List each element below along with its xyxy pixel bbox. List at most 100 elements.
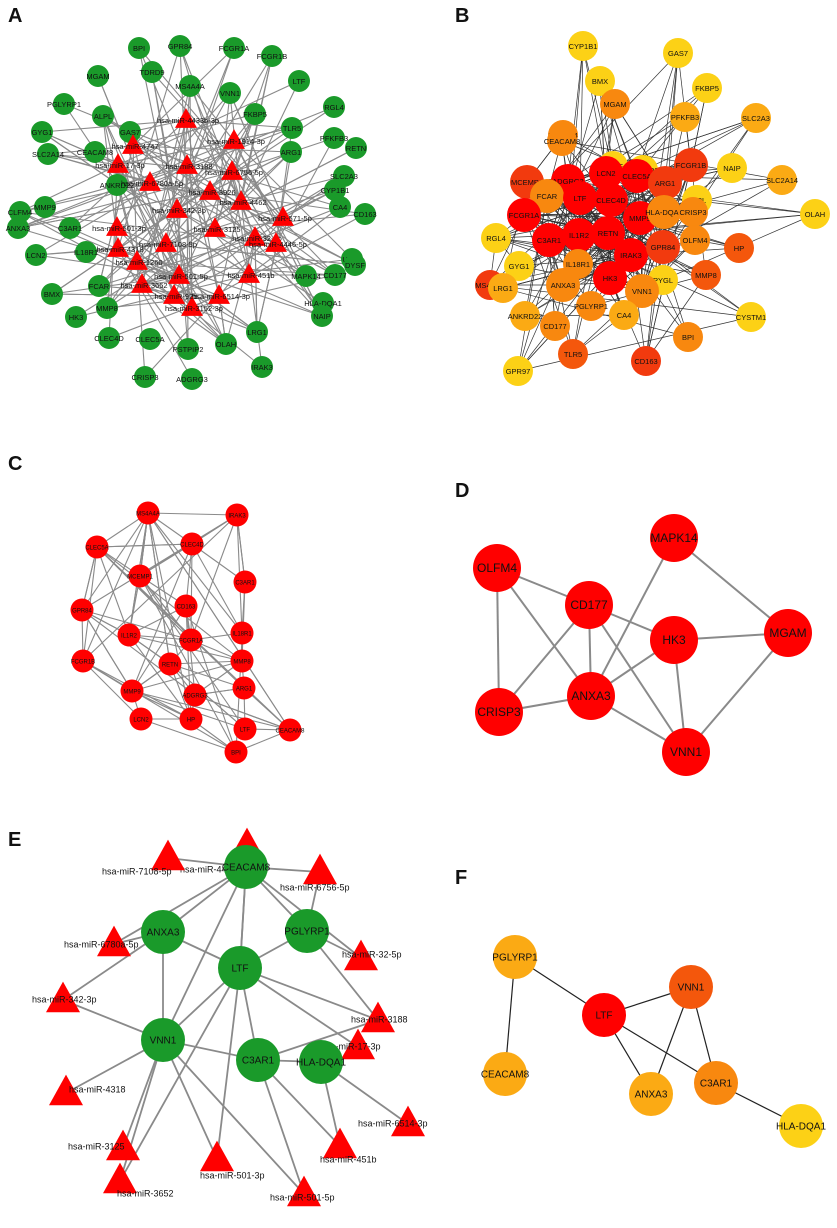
edge [248, 206, 341, 276]
edge [151, 71, 284, 219]
gene-node [295, 265, 317, 287]
edge [229, 92, 284, 219]
mirna-node [106, 1129, 140, 1161]
gene-node [507, 198, 541, 232]
gene-label: CLEC4D [180, 543, 204, 549]
gene-node [767, 165, 797, 195]
edge [185, 119, 220, 297]
edge [81, 609, 133, 692]
gene-label: PYGL [653, 276, 673, 285]
gene-label: PGLYRP1 [284, 927, 330, 938]
gene-node [625, 274, 659, 308]
edge [165, 119, 187, 245]
mirna-label: hsa-miR-4433b-3p [180, 864, 255, 874]
gene-node [546, 268, 580, 302]
edge [140, 718, 237, 753]
gene-node [224, 845, 268, 889]
gene-node [631, 346, 661, 376]
gene-label: BPI [133, 44, 145, 53]
gene-label: LTF [574, 194, 587, 203]
gene-label: CD177 [570, 598, 608, 612]
edge [51, 293, 175, 297]
gene-label: MAPK14 [291, 272, 321, 281]
edge [51, 248, 119, 295]
edge [138, 47, 284, 219]
gene-label: CRISP3 [679, 208, 706, 217]
gene-label: PGLYRP1 [574, 302, 608, 311]
edge [169, 660, 243, 665]
gene-node [530, 179, 564, 213]
gene-label: MGAM [86, 72, 109, 81]
gene-node [223, 37, 245, 59]
mirna-label: hsa-miR-7108-5p [102, 866, 172, 876]
mirna-label: hsa-miR-6756-5p [280, 882, 350, 892]
gene-node [281, 117, 303, 139]
mirna-label: hsa-miR-4747 [111, 142, 158, 151]
gene-node [179, 75, 201, 97]
mirna-label: hsa-miR-4318 [96, 245, 143, 254]
gene-node [53, 93, 75, 115]
gene-label: PGLYRP1 [492, 953, 538, 964]
gene-node [558, 339, 588, 369]
gene-label: LRG1 [493, 284, 513, 293]
mirna-node [238, 263, 260, 283]
mirna-node [221, 160, 243, 180]
mirna-label: hsa-miR-32-5p [232, 234, 282, 243]
gene-label: CEACAM8 [275, 729, 305, 735]
gene-label: SLC2A3 [330, 172, 358, 181]
gene-label: ANXA3 [551, 281, 576, 290]
gene-node [181, 368, 203, 390]
gene-label: GPR84 [72, 609, 92, 615]
edge [216, 967, 241, 1160]
gene-node [678, 197, 708, 227]
gene-node [741, 103, 771, 133]
mirna-label: hsa-miR-3125 [68, 1141, 125, 1151]
gene-label: FCAR [89, 282, 110, 291]
gene-node [224, 740, 248, 764]
gene-label: HLA-DQA1 [296, 1058, 346, 1069]
gene-label: PFKFB3 [320, 134, 348, 143]
gene-label: FCGR1A [509, 211, 539, 220]
mirna-label: hsa-miR-7108-5p [139, 240, 197, 249]
gene-node [134, 366, 156, 388]
gene-node [585, 66, 615, 96]
mirna-node [208, 284, 230, 304]
gene-label: CYP1B1 [569, 42, 598, 51]
mirna-node [166, 198, 188, 218]
gene-node [70, 598, 94, 622]
gene-label: CLEC4D [596, 196, 626, 205]
gene-label: HLA-DQA1 [304, 299, 342, 308]
gene-node [246, 321, 268, 343]
gene-node [87, 65, 109, 87]
mirna-label: hsa-miR-1260 [115, 258, 162, 267]
edge [119, 967, 241, 1182]
gene-node [92, 105, 114, 127]
gene-node [600, 89, 630, 119]
mirna-node [341, 1028, 375, 1060]
gene-node [169, 35, 191, 57]
gene-label: CD163 [353, 210, 376, 219]
edge [176, 55, 273, 211]
gene-label: LTF [231, 964, 248, 975]
panel-e-nodes: hsa-miR-4433b-3p hsa-miR-7108-5p hsa-miR-6… [32, 827, 428, 1207]
gene-node [646, 230, 680, 264]
gene-label: MS4A4A [136, 512, 160, 518]
panel-letter: E [8, 829, 21, 851]
edge [162, 866, 247, 1041]
gene-node [129, 707, 153, 731]
edge [144, 295, 220, 378]
gene-node [141, 1018, 185, 1062]
gene-label: CRISP3 [131, 373, 158, 382]
gene-label: BPI [231, 751, 241, 757]
gene-node [736, 302, 766, 332]
edge [191, 307, 258, 333]
edge [190, 543, 193, 641]
gene-node [324, 179, 346, 201]
gene-node [183, 683, 207, 707]
panel-letter: F [455, 867, 467, 889]
edge [673, 537, 789, 634]
gene-node [504, 251, 534, 281]
edge [178, 175, 345, 277]
edge [190, 514, 238, 641]
